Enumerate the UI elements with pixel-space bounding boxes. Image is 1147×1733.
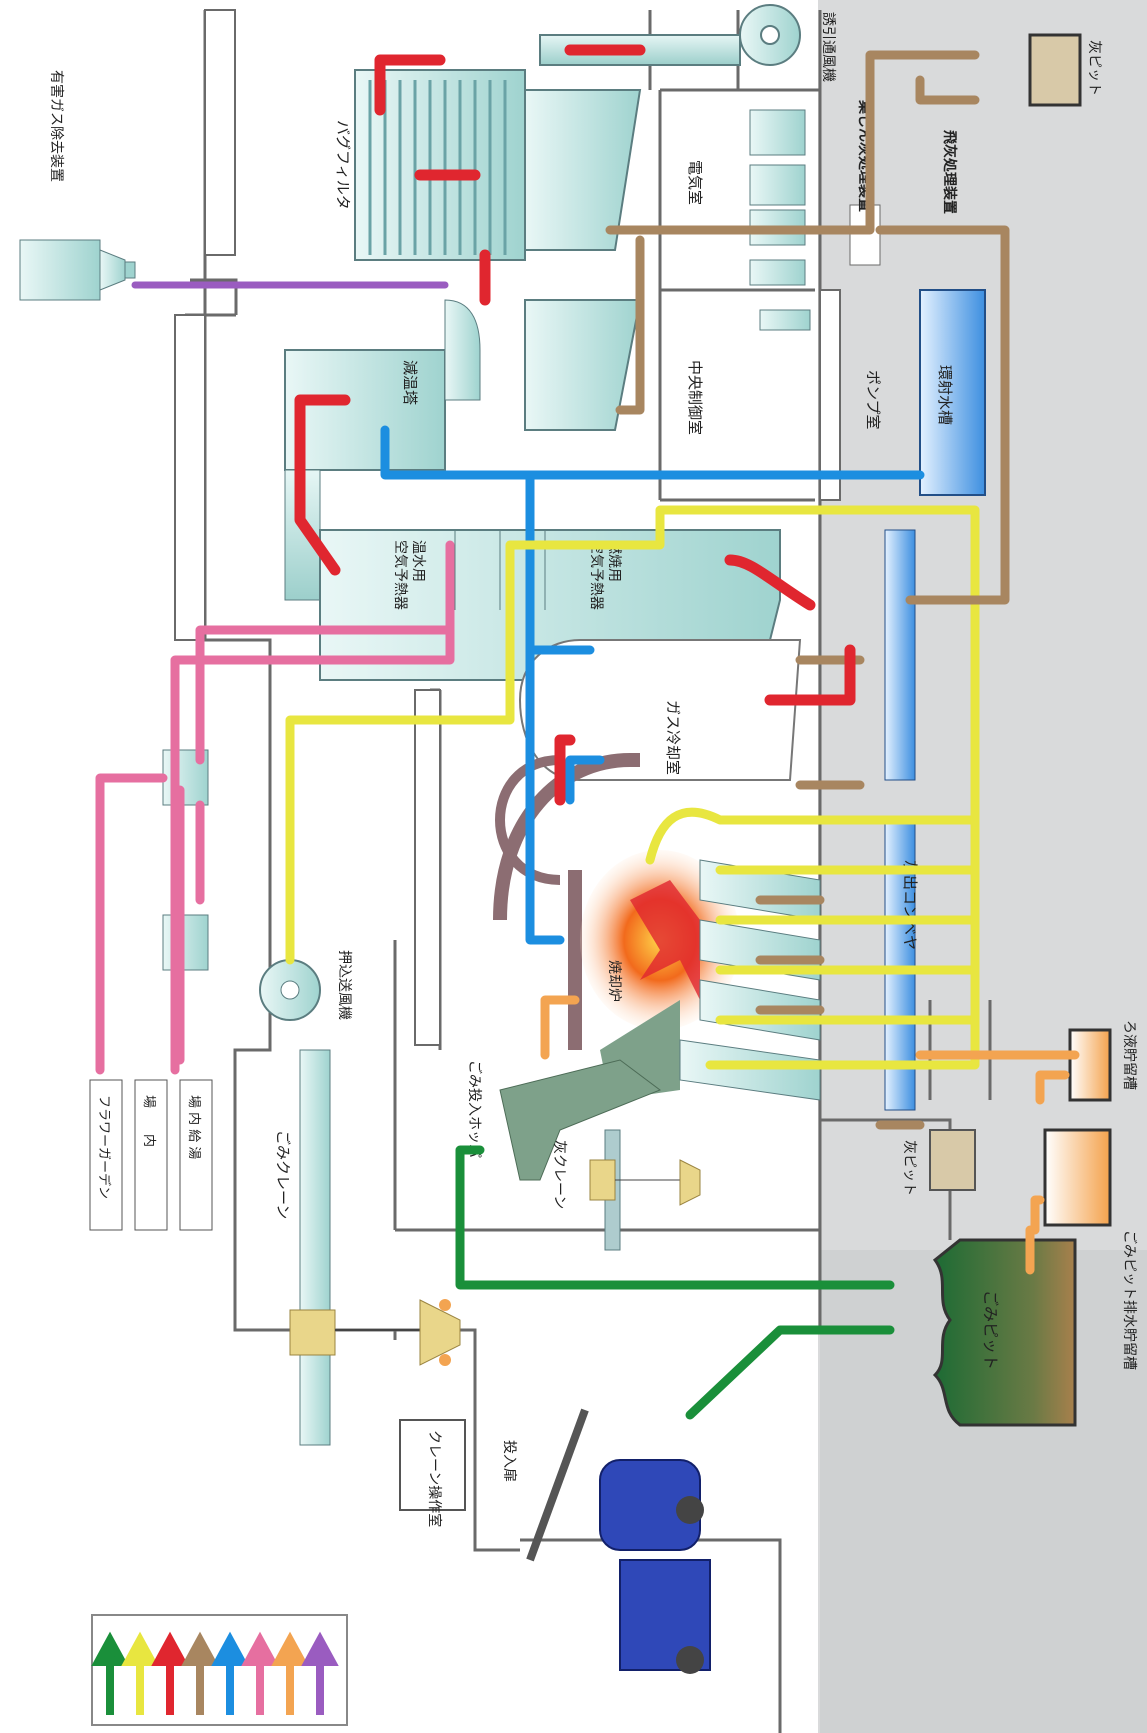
pump-room-label: ポンプ室 xyxy=(864,370,882,430)
garbage-crane: ごみクレーン xyxy=(274,1050,460,1445)
water-preheater-label-2: 空気予熱器 xyxy=(392,540,408,610)
ash-pit-bottom xyxy=(930,1130,975,1190)
combustion-preheater-label-2: 空気予熱器 xyxy=(588,540,604,610)
water-preheater-label-1: 温水用 xyxy=(410,540,426,582)
flower-garden-label: フラワーガーデン xyxy=(96,1095,112,1199)
destination-boxes: フラワーガーデン 場 内 場 内 給 湯 xyxy=(90,750,212,1230)
ash-crane: 灰クレーン xyxy=(551,1130,700,1250)
harmful-gas-label: 有害ガス除去装置 xyxy=(48,70,64,182)
gas-cooling-label: ガス冷却室 xyxy=(664,700,682,775)
ash-pit-top xyxy=(1030,35,1080,105)
indoor-label: 場 内 xyxy=(141,1095,157,1147)
incinerator-label: 焼却炉 xyxy=(606,960,622,1002)
garbage-crane-label: ごみクレーン xyxy=(274,1130,292,1219)
electrical-room-label: 電気室 xyxy=(686,160,704,205)
water-tank-label: 環射水槽 xyxy=(936,365,954,425)
legend xyxy=(92,1615,347,1725)
ash-crane-label: 灰クレーン xyxy=(551,1140,567,1209)
cooling-tower-label: 減温塔 xyxy=(401,360,419,405)
electrical-room: 電気室 xyxy=(686,110,805,285)
entry-door-label: 投入扉 xyxy=(501,1440,517,1482)
forced-fan: 押込送風機 xyxy=(260,950,352,1020)
fly-ash-label: 飛灰処理装置 xyxy=(941,129,958,214)
indoor-supply-label: 場 内 給 湯 xyxy=(186,1095,202,1159)
crane-room-label-1: クレーン操作室 xyxy=(426,1430,443,1527)
bag-filter-label: バグフィルタ xyxy=(334,120,352,210)
garbage-pit xyxy=(935,1240,1075,1425)
ash-pit-bottom-label: 灰ピット xyxy=(901,1140,917,1196)
induced-fan-label: 誘引通風機 xyxy=(820,12,836,82)
control-room-label: 中央制御室 xyxy=(686,360,704,435)
garbage-truck xyxy=(600,1460,710,1674)
hopper-label: ごみ投入ホッパ xyxy=(466,1060,482,1158)
filtrate-tank-label: ろ液貯留槽 xyxy=(1121,1020,1137,1090)
forced-fan-label: 押込送風機 xyxy=(336,950,352,1020)
filtrate-tank xyxy=(1070,1030,1110,1100)
ash-pit-top-label: 灰ピット xyxy=(1086,40,1102,96)
induced-fan: 誘引通風機 xyxy=(540,5,836,82)
entry-door xyxy=(530,1410,585,1560)
harmful-gas-unit: 有害ガス除去装置 xyxy=(20,70,135,300)
cooling-tower xyxy=(285,350,445,470)
drain-tank-label-1: ごみピット排水貯留槽 xyxy=(1121,1230,1137,1370)
garbage-pit-label: ごみピット xyxy=(981,1290,1000,1370)
hopper xyxy=(500,1060,660,1180)
drain-tank xyxy=(1045,1130,1110,1225)
